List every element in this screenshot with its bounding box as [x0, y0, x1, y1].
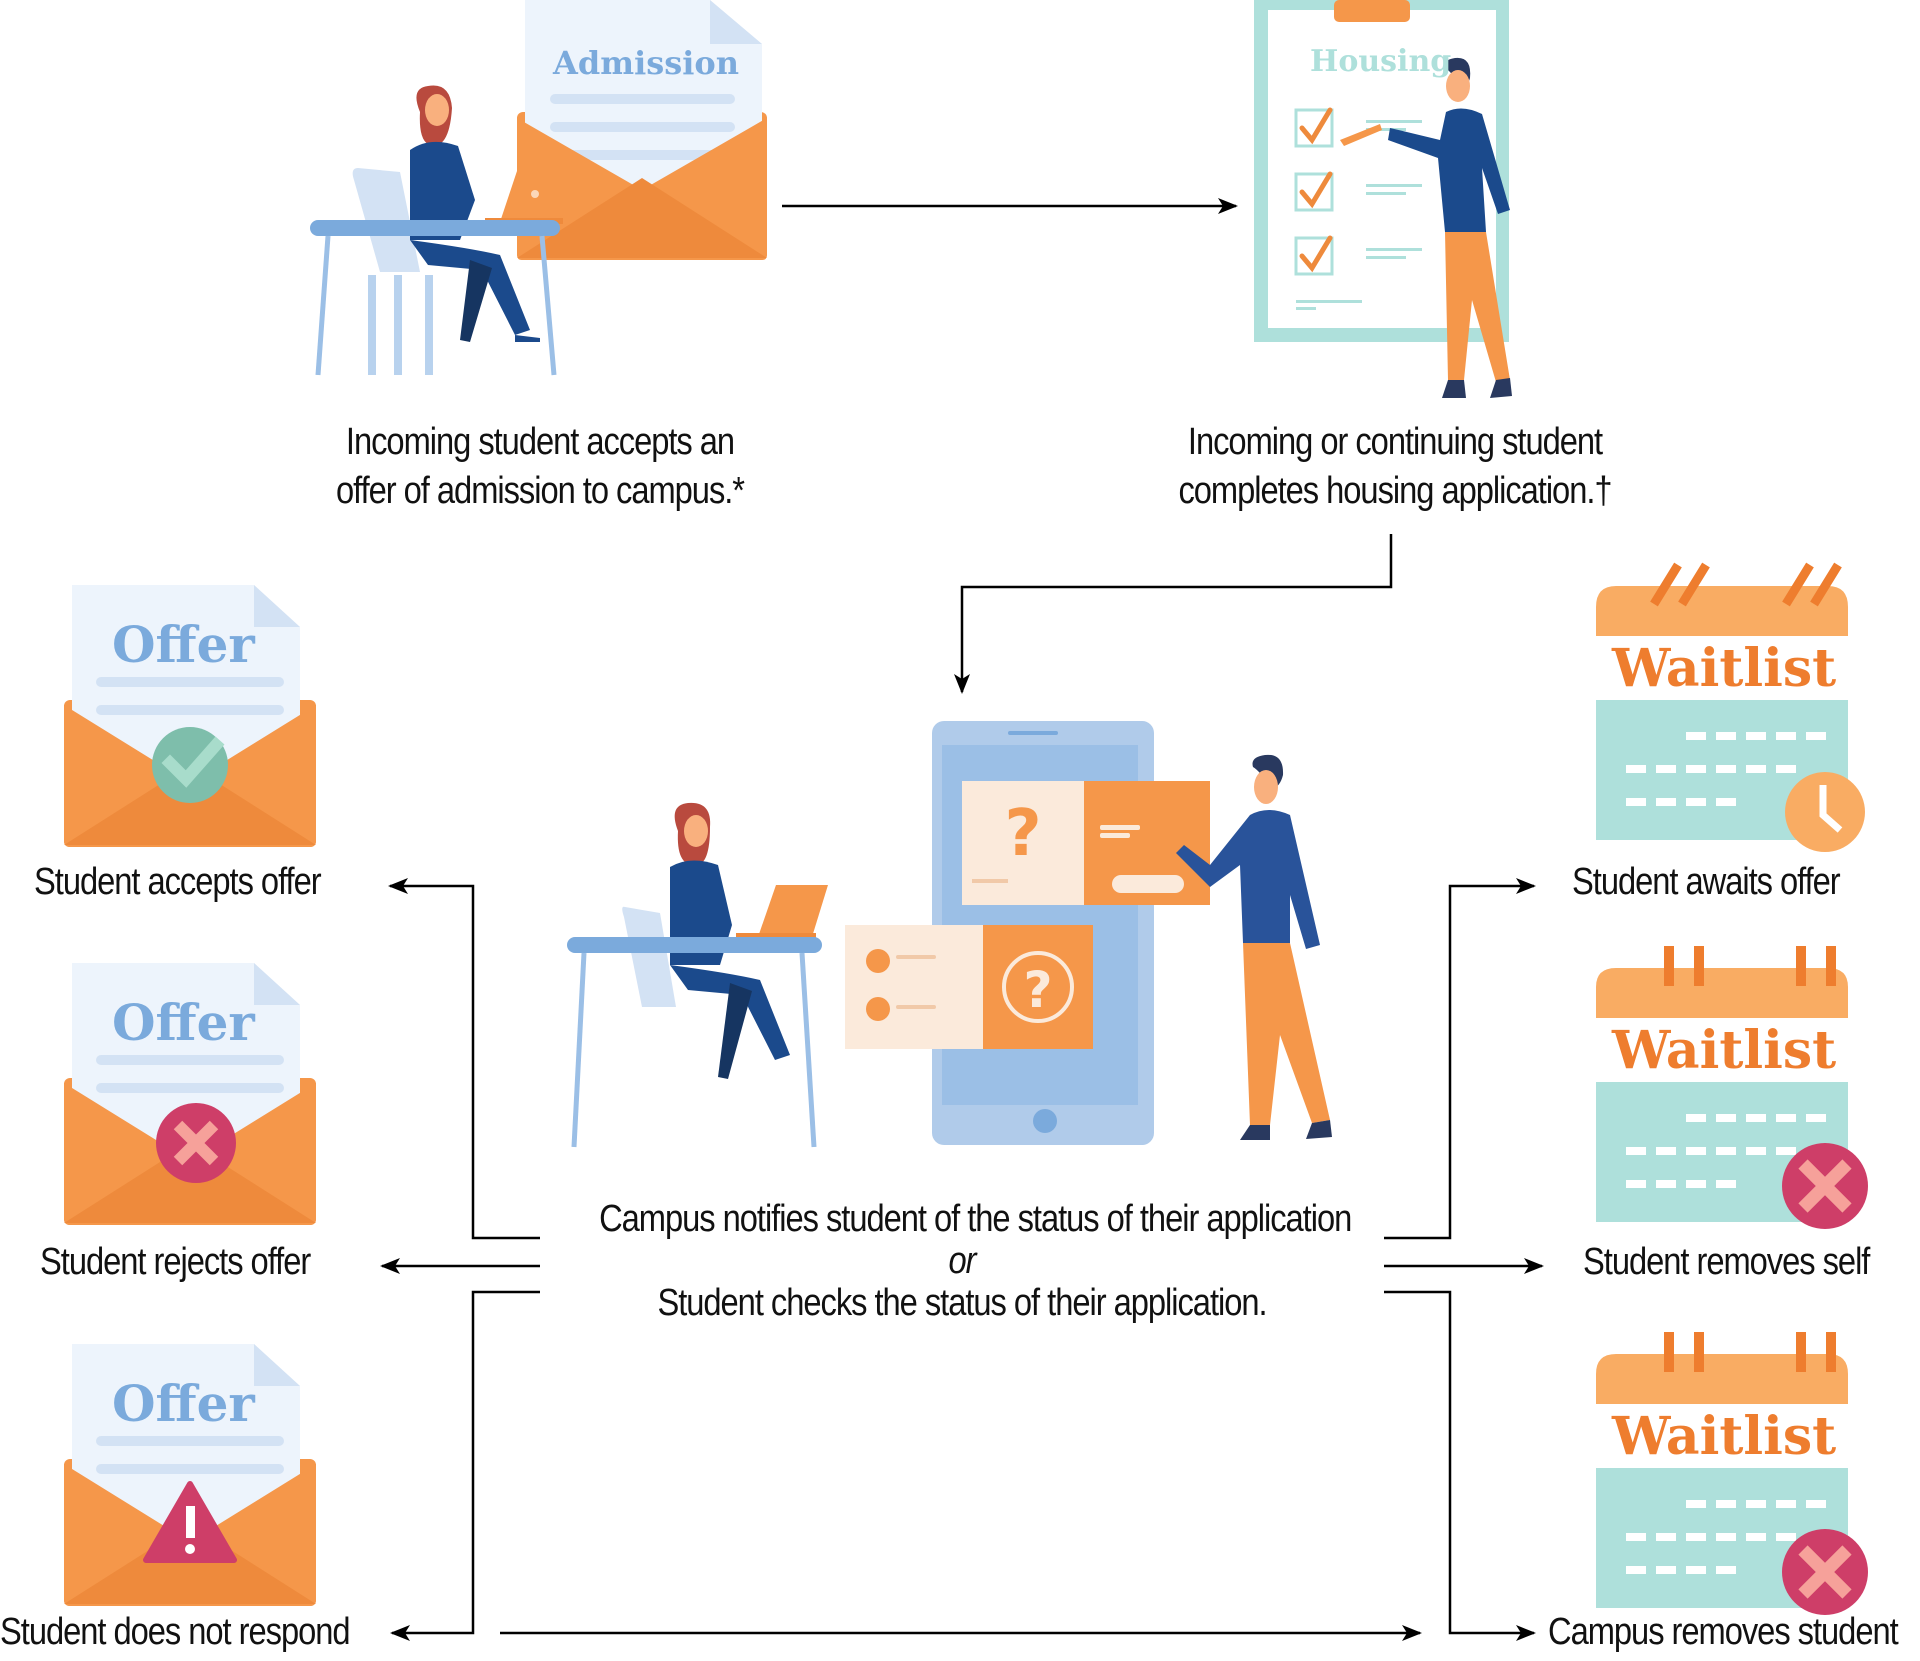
offer-letter-label: Offer [112, 1374, 255, 1433]
waitlist-label: Waitlist [1612, 1406, 1837, 1467]
waitlist-outcome-caption-removes-self: Student removes self [1583, 1241, 1870, 1283]
waitlist-removes-self-icon: Waitlist [1590, 940, 1870, 1235]
arrow-to-accepts-offer [388, 878, 540, 1240]
offer-rejected-icon: Offer [64, 963, 320, 1228]
status-caption-line-2: Student checks the status of their appli… [657, 1281, 1267, 1324]
svg-text:?: ? [1023, 961, 1052, 1019]
arrow-housing-to-status [954, 534, 1393, 694]
waitlist-outcome-caption-campus-removes: Campus removes student [1548, 1611, 1899, 1653]
housing-caption-line-1: Incoming or continuing student [1187, 421, 1603, 463]
waitlist-outcome-caption-awaits: Student awaits offer [1572, 861, 1841, 903]
offer-letter-label: Offer [112, 993, 255, 1052]
admission-caption-line-1: Incoming student accepts an [345, 421, 735, 463]
housing-caption: Incoming or continuing student completes… [1163, 418, 1627, 517]
housing-clipboard-label: Housing [1310, 44, 1452, 79]
offer-outcome-caption-no-response: Student does not respond [0, 1611, 351, 1653]
waitlist-awaits-icon: Waitlist [1590, 560, 1870, 855]
offer-outcome-caption-accepts: Student accepts offer [34, 861, 322, 903]
arrow-to-no-response [390, 1290, 540, 1641]
status-check-illustration: ? ? [560, 715, 1380, 1150]
offer-letter-label: Offer [112, 615, 255, 674]
admission-caption-line-2: offer of admission to campus.* [335, 470, 745, 513]
admission-caption: Incoming student accepts an offer of adm… [299, 418, 781, 517]
svg-text:?: ? [1004, 797, 1041, 871]
status-caption-or: or [948, 1240, 976, 1283]
offer-outcome-caption-rejects: Student rejects offer [40, 1241, 311, 1283]
status-caption-line-1: Campus notifies student of the status of… [599, 1198, 1352, 1240]
housing-illustration: Housing [1250, 0, 1550, 410]
housing-caption-line-2: completes housing application.† [1178, 470, 1612, 513]
admission-letter-label: Admission [553, 44, 740, 82]
waitlist-campus-removes-icon: Waitlist [1590, 1322, 1870, 1617]
status-caption: Campus notifies student of the status of… [599, 1195, 1352, 1328]
arrow-to-campus-removes [1384, 1290, 1536, 1641]
offer-no-response-icon: Offer [64, 1344, 320, 1609]
admission-illustration: Admission [310, 0, 780, 380]
waitlist-label: Waitlist [1612, 638, 1837, 699]
offer-accepted-icon: Offer [64, 585, 320, 850]
waitlist-label: Waitlist [1612, 1020, 1837, 1081]
arrow-to-awaits-offer [1384, 878, 1536, 1240]
